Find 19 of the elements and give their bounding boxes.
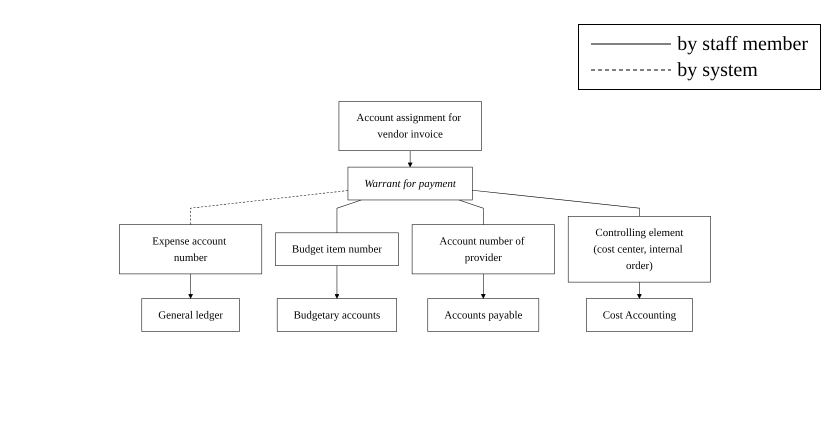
node-box: Budget item number — [274, 232, 398, 266]
arrow — [480, 273, 486, 298]
node-box: General ledger — [141, 298, 240, 332]
node-box: Account assignment for vendor invoice — [338, 100, 482, 151]
node-box: Warrant for payment — [347, 166, 472, 200]
legend-text: by staff member — [677, 32, 808, 57]
node-box: Accounts payable — [427, 298, 539, 332]
node-box: Expense account number — [118, 224, 262, 274]
node-box: Account number of provider — [411, 224, 554, 274]
connector — [190, 190, 348, 224]
node-box: Budgetary accounts — [276, 298, 396, 332]
arrow — [188, 273, 192, 298]
node-box: Cost Accounting — [586, 298, 692, 332]
arrow — [334, 265, 339, 298]
arrow — [407, 150, 412, 167]
connector — [472, 190, 640, 216]
arrow — [636, 281, 642, 298]
legend-text: by system — [677, 58, 758, 83]
node-box: Controlling element (cost center, internal order) — [567, 216, 710, 282]
